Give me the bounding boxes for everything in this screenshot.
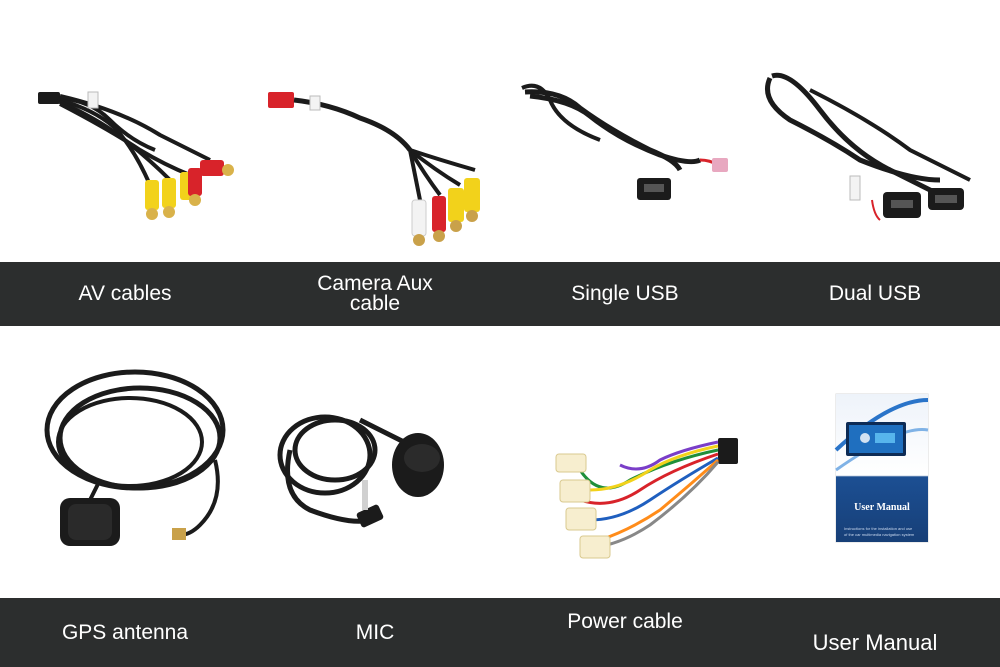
label-user-manual-text: User Manual: [812, 630, 938, 655]
label-gps-antenna-text: GPS antenna: [61, 620, 189, 644]
usb-cable-icon: [521, 83, 728, 200]
power-cable-image: [500, 330, 750, 598]
label-user-manual: User Manual: [750, 598, 1000, 667]
product-images-bottom: Instructions for the installation and us…: [0, 330, 1000, 598]
label-av-cables: AV cables: [0, 262, 250, 326]
label-dual-usb-text: Dual USB: [828, 282, 922, 305]
mic-image: [250, 330, 500, 598]
label-mic-text: MIC: [355, 620, 395, 644]
svg-text:Instructions for the installat: Instructions for the installation and us…: [844, 526, 913, 531]
wiring-harness-icon: [555, 438, 738, 559]
label-camera-aux-cable: Camera Aux cable: [250, 262, 500, 326]
label-camera-aux-cable-line-2: cable: [349, 292, 401, 315]
label-single-usb-text: Single USB: [571, 282, 679, 305]
label-av-cables-text: AV cables: [78, 282, 172, 305]
label-power-cable: Power cable: [500, 598, 750, 667]
product-images-top: [0, 0, 1000, 262]
microphone-icon: [277, 414, 444, 528]
label-mic: MIC: [250, 598, 500, 667]
av-cable-icon: [38, 91, 234, 220]
svg-text:of the car multimedia navigati: of the car multimedia navigation system: [844, 532, 915, 537]
single-usb-image: [500, 0, 750, 262]
label-camera-aux-cable-line-1: Camera Aux: [317, 272, 433, 295]
label-power-cable-text: Power cable: [567, 610, 683, 633]
label-band-bottom: GPS antenna MIC Power cable User Manual: [0, 598, 1000, 667]
user-manual-image: Instructions for the installation and us…: [750, 330, 1000, 598]
label-band-top: AV cables Camera Aux cable Single USB Du…: [0, 262, 1000, 326]
dual-usb-cable-icon: [765, 72, 971, 221]
product-row-bottom: Instructions for the installation and us…: [0, 330, 1000, 667]
gps-antenna-image: [0, 330, 250, 598]
rca-cable-icon: [268, 92, 480, 246]
label-gps-antenna: GPS antenna: [0, 598, 250, 667]
dual-usb-image: [750, 0, 1000, 262]
manual-cover-title: User Manual: [854, 502, 910, 513]
label-dual-usb: Dual USB: [750, 262, 1000, 326]
gps-antenna-icon: [44, 369, 226, 546]
product-row-top: AV cables Camera Aux cable Single USB Du…: [0, 0, 1000, 330]
manual-booklet-icon: Instructions for the installation and us…: [834, 393, 929, 543]
camera-aux-cable-image: [250, 0, 500, 262]
av-cables-image: [0, 0, 250, 262]
label-single-usb: Single USB: [500, 262, 750, 326]
